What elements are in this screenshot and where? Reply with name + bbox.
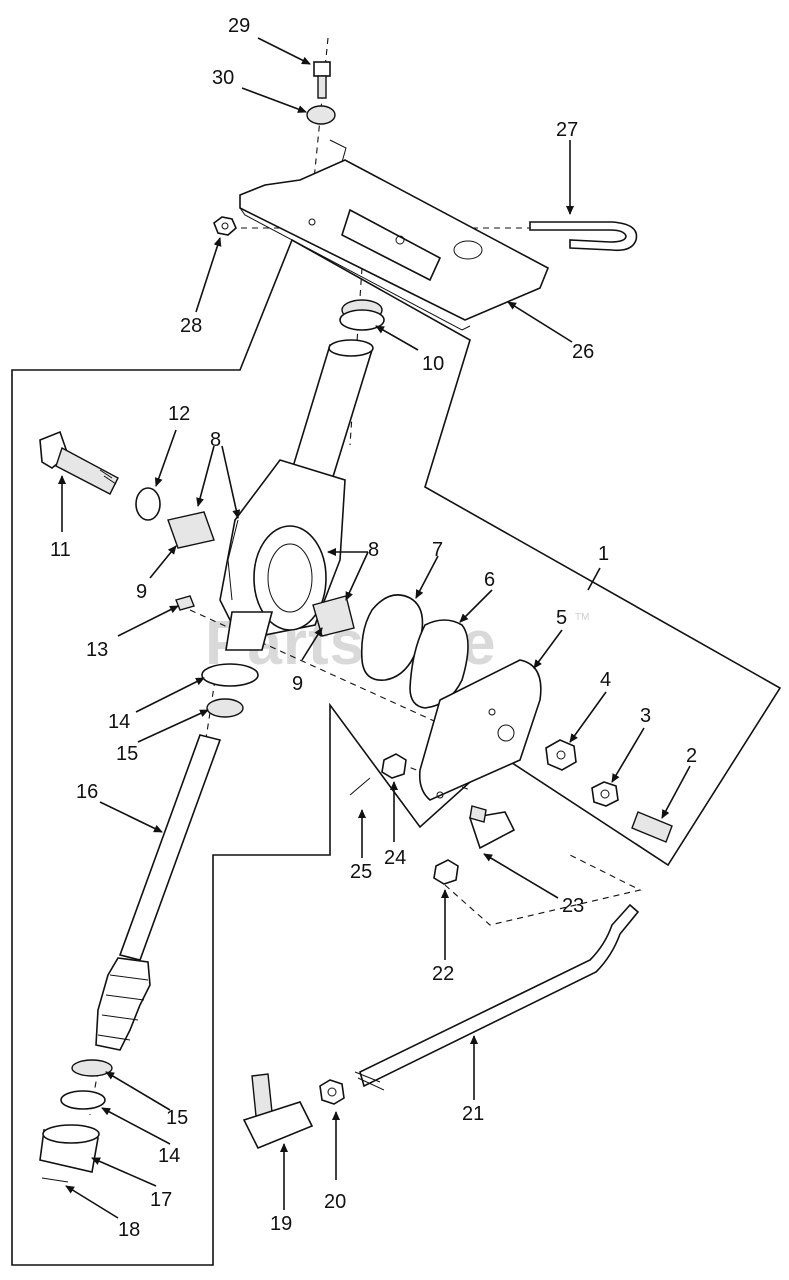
leader-lines <box>58 37 691 1219</box>
bolt <box>313 61 331 99</box>
callout-8-upper: 8 <box>210 429 221 451</box>
jam-nut <box>319 1079 345 1105</box>
seal <box>360 594 424 681</box>
callout-3: 3 <box>640 705 651 727</box>
callout-18: 18 <box>118 1219 140 1241</box>
callout-17: 17 <box>150 1189 172 1211</box>
callout-29: 29 <box>228 15 250 37</box>
bearing <box>206 698 244 718</box>
guide-line <box>444 854 642 926</box>
callout-25: 25 <box>350 861 372 883</box>
nut <box>545 739 577 771</box>
thread <box>354 1071 385 1091</box>
bushing <box>339 299 385 331</box>
callout-21: 21 <box>462 1103 484 1125</box>
steering-shaft <box>95 734 222 1051</box>
callout-23: 23 <box>562 895 584 917</box>
callout-27: 27 <box>556 119 578 141</box>
bearing <box>71 1059 113 1077</box>
cotter-pin <box>41 1177 69 1183</box>
callout-8-lower: 8 <box>368 539 379 561</box>
threaded-stud <box>631 811 673 843</box>
bushing <box>312 595 355 637</box>
callout-1: 1 <box>598 543 609 565</box>
callout-28: 28 <box>180 315 202 337</box>
callout-10: 10 <box>422 353 444 375</box>
callout-11: 11 <box>50 539 71 561</box>
cotter-pin <box>349 777 371 796</box>
callout-2: 2 <box>686 745 697 767</box>
washer <box>201 663 259 687</box>
watermark-trademark: TM <box>575 612 589 623</box>
screw <box>175 595 195 611</box>
callout-15-lower: 15 <box>166 1107 188 1129</box>
callout-20: 20 <box>324 1191 346 1213</box>
callout-14-upper: 14 <box>108 711 130 733</box>
washer <box>60 1090 106 1110</box>
u-bolt <box>529 221 638 252</box>
gear-housing <box>219 339 374 651</box>
callout-7: 7 <box>432 539 443 561</box>
callout-26: 26 <box>572 341 594 363</box>
callout-4: 4 <box>600 669 611 691</box>
nut <box>381 753 407 779</box>
callout-5: 5 <box>556 607 567 629</box>
washer <box>135 487 161 521</box>
mounting-bracket <box>239 139 550 331</box>
callout-19: 19 <box>270 1213 292 1235</box>
castle-nut <box>39 1124 100 1173</box>
nut <box>213 216 237 236</box>
callout-16: 16 <box>76 781 98 803</box>
callout-9-upper: 9 <box>136 581 147 603</box>
nut <box>433 859 459 885</box>
nut <box>591 781 619 807</box>
callout-14-lower: 14 <box>158 1145 180 1167</box>
callout-13: 13 <box>86 639 108 661</box>
tie-rod-end <box>242 1073 314 1150</box>
cover-plate <box>418 659 542 801</box>
callout-12: 12 <box>168 403 190 425</box>
drag-link <box>359 903 640 1088</box>
callout-labels: 29 30 27 28 26 10 12 8 11 9 1 8 7 6 5 13… <box>50 15 697 1241</box>
callout-30: 30 <box>212 67 234 89</box>
bushing <box>167 511 215 549</box>
callout-9-lower: 9 <box>292 673 303 695</box>
ball-joint <box>468 805 516 850</box>
callout-22: 22 <box>432 963 454 985</box>
callout-6: 6 <box>484 569 495 591</box>
pivot-bolt <box>39 430 119 495</box>
callout-15-upper: 15 <box>116 743 138 765</box>
callout-24: 24 <box>384 847 406 869</box>
washer <box>306 105 336 125</box>
